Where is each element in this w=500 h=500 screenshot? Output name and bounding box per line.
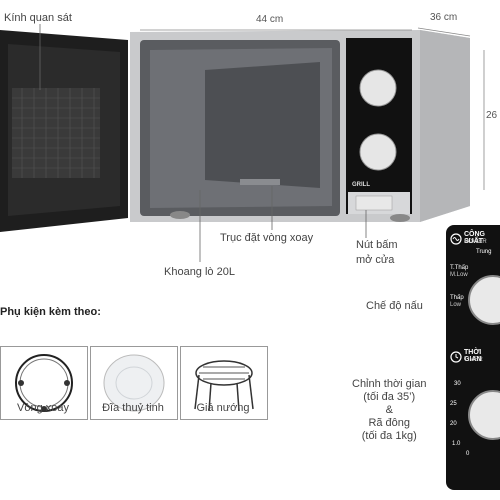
timer-icon <box>450 351 462 363</box>
tick-25: 25 <box>450 401 457 407</box>
control-panel-closeup: CÔNG SUẤT POWER T.Thấp M.Low Trung Thấp … <box>446 225 500 490</box>
accessory-box-rack <box>180 346 268 420</box>
power-knob[interactable] <box>468 275 500 325</box>
cooking-mode-label: Chế độ nấu <box>366 300 423 312</box>
dimension-width: 44 cm <box>256 14 284 25</box>
timer-title: THỜI GIAN <box>464 349 482 363</box>
medium-label: Trung <box>476 249 492 255</box>
timer-knob[interactable] <box>468 390 500 440</box>
turntable-ring-icon <box>15 354 73 412</box>
tick-00: 0 <box>466 451 470 457</box>
power-title: CÔNG SUẤT <box>464 231 485 245</box>
tick-30: 30 <box>454 381 461 387</box>
accessories-title: Phụ kiện kèm theo: <box>0 306 101 318</box>
accessory-box-plate <box>90 346 178 420</box>
tick-20: 20 <box>450 421 457 427</box>
low2-subtitle: Low <box>450 302 462 308</box>
low2-label: Thấp <box>450 295 464 301</box>
power-icon <box>450 233 462 245</box>
timer-subtitle: TIMER <box>464 357 483 363</box>
timer-defrost-label: Chỉnh thời gian (tối đa 35’) & Rã đông (… <box>352 378 427 442</box>
cavity-label: Khoang lò 20L <box>164 266 235 278</box>
grill-rack-icon <box>194 360 254 412</box>
accessory-label-plate: Đĩa thuỷ tinh <box>102 402 164 414</box>
accessory-label-rack: Giá nướng <box>196 402 250 414</box>
accessory-label-ring: Vòng xoay <box>17 402 69 414</box>
dimension-height: 26 <box>486 110 498 121</box>
grill-label: GRILL <box>352 182 370 188</box>
power-subtitle: POWER <box>464 239 487 245</box>
turntable-axle-label: Trục đặt vòng xoay <box>220 232 314 244</box>
accessory-box-ring <box>0 346 88 420</box>
tick-10: 1.0 <box>452 441 461 447</box>
door-button-label: Nút bấm mở cửa <box>356 239 398 266</box>
microwave-illustration <box>0 24 485 262</box>
dimension-depth: 36 cm <box>430 12 458 23</box>
low-label: T.Thấp <box>450 265 469 271</box>
glass-plate-icon <box>103 354 165 412</box>
viewing-window-label: Kính quan sát <box>4 12 72 24</box>
low-subtitle: M.Low <box>450 272 468 278</box>
